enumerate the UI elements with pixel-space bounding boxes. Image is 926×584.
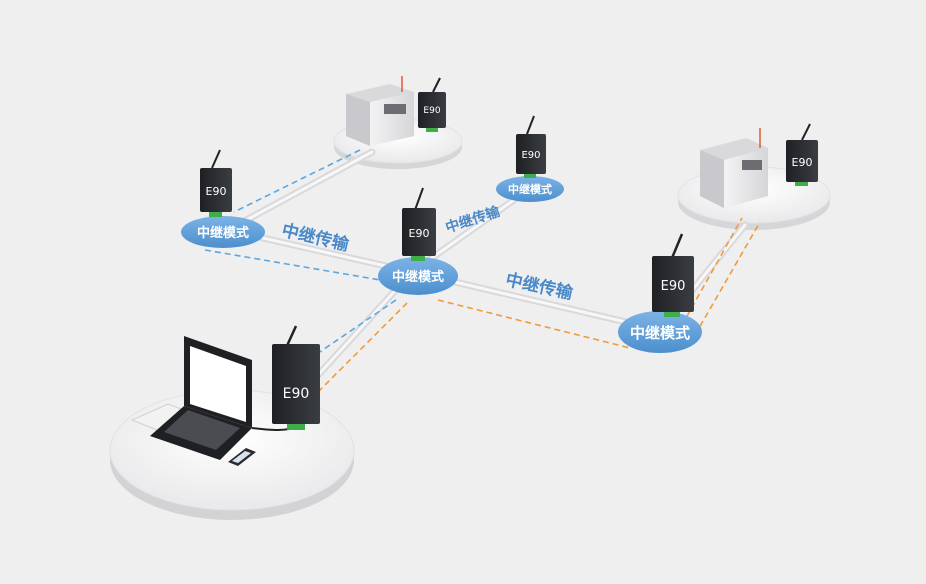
device-model-label: E90 <box>409 227 430 240</box>
device-model-label: E90 <box>792 156 813 169</box>
relay-mode-label: 中继模式 <box>508 182 552 196</box>
relay-mode-label: 中继模式 <box>630 324 690 342</box>
device-model-label: E90 <box>423 106 440 116</box>
relay-mode-label: 中继模式 <box>197 225 249 241</box>
e90-device-laptop: E90 <box>272 325 320 430</box>
device-model-label: E90 <box>283 386 310 402</box>
phone-icon <box>228 448 256 466</box>
e90-device-right-machine: E90 <box>786 123 818 186</box>
e90-device-right-relay: E90 <box>652 233 694 317</box>
e90-device-left-relay: E90 <box>200 149 232 217</box>
e90-device-top-machine: E90 <box>418 77 446 132</box>
device-model-label: E90 <box>661 279 686 294</box>
relay-node-left: 中继模式 <box>181 216 265 248</box>
cnc-machine-top <box>346 76 414 146</box>
e90-device-top-relay: E90 <box>516 115 546 178</box>
e90-device-center-relay: E90 <box>402 187 436 261</box>
relay-mode-label: 中继模式 <box>392 269 444 285</box>
laptop <box>130 336 301 460</box>
relay-node-right: 中继模式 <box>618 311 702 353</box>
cnc-machine-right <box>700 128 768 208</box>
relay-node-center: 中继模式 <box>378 257 458 295</box>
device-model-label: E90 <box>206 185 227 198</box>
device-model-label: E90 <box>521 150 540 161</box>
relay-node-top: 中继模式 <box>496 176 564 202</box>
blue-dashed-links <box>204 149 397 363</box>
